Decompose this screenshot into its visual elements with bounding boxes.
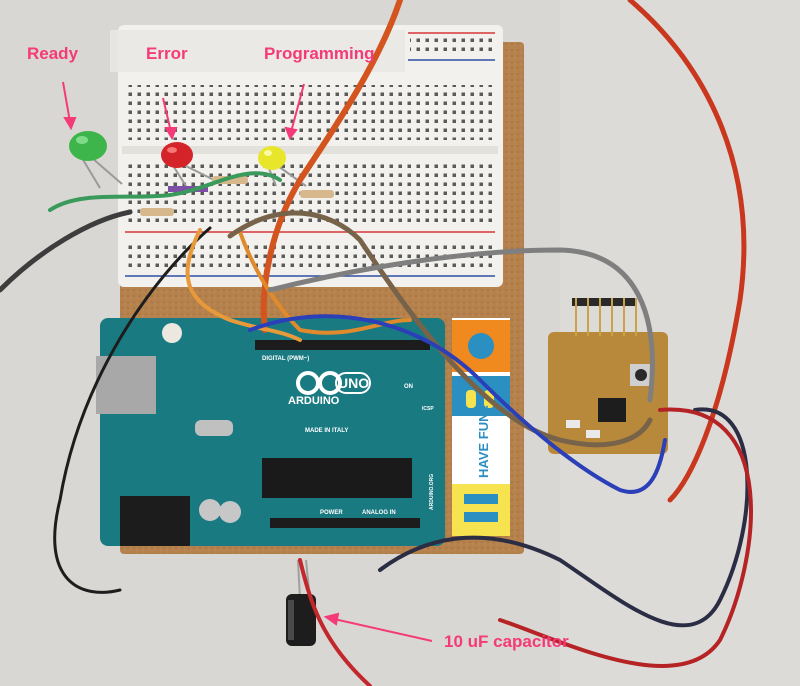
ready-label: Ready xyxy=(27,44,79,63)
wire-blue xyxy=(248,314,667,494)
arrow-programming xyxy=(290,83,305,133)
atmega-chip xyxy=(262,458,412,498)
wire-gray xyxy=(267,247,655,403)
annotation-arrows xyxy=(62,81,433,642)
wire-brown xyxy=(227,210,653,448)
crystal xyxy=(195,420,233,436)
wire-black-loop xyxy=(53,226,212,594)
made-in-italy-text: MADE IN ITALY xyxy=(305,428,348,434)
board-capacitor-1 xyxy=(199,499,221,521)
wire-orange-loop xyxy=(185,228,302,342)
website-label: ARDUINO.ORG xyxy=(429,474,435,510)
led-green-dome xyxy=(69,131,107,161)
sticker-text: HAVE FUN ! xyxy=(476,405,491,478)
error-label: Error xyxy=(146,44,188,63)
arrow-capacitor xyxy=(333,618,433,642)
programmer-pcb xyxy=(548,298,668,454)
digital-header xyxy=(255,340,430,350)
led-red-dome xyxy=(161,142,193,168)
led-yellow-dome xyxy=(258,146,286,170)
icsp-label: ICSP xyxy=(422,406,434,412)
programming-label: Programming xyxy=(264,44,375,63)
led-green xyxy=(69,131,123,189)
wire-red-bottom xyxy=(498,407,753,668)
led-red xyxy=(161,142,215,187)
sticker xyxy=(452,318,510,536)
arduino-model-text: UNO xyxy=(338,375,369,391)
resistor-2 xyxy=(300,190,334,198)
arduino-uno-board xyxy=(96,318,445,546)
wires xyxy=(0,0,753,686)
breadboard-hole-grid-top xyxy=(125,85,495,140)
pin-header xyxy=(572,298,636,306)
pcb-chip xyxy=(598,398,626,422)
analog-header-label: ANALOG IN xyxy=(362,510,396,516)
resistor-3 xyxy=(140,208,174,216)
breadboard-top-rail xyxy=(410,35,495,51)
arrow-error xyxy=(162,97,172,133)
power-jack xyxy=(120,496,190,546)
board-capacitor-2 xyxy=(219,501,241,523)
capacitor-label: 10 uF capacitor xyxy=(444,632,569,651)
analog-power-header xyxy=(270,518,420,528)
blurred-region xyxy=(110,30,405,72)
arduino-brand-text: ARDUINO xyxy=(288,395,340,407)
wire-green xyxy=(48,171,282,212)
on-led-label: ON xyxy=(404,384,413,390)
digital-header-label: DIGITAL (PWM~) xyxy=(262,356,309,362)
arrow-ready xyxy=(62,81,71,123)
reset-button xyxy=(162,323,182,343)
wire-red-right xyxy=(627,0,747,503)
jumper-purple xyxy=(168,186,208,192)
wire-black-left xyxy=(0,209,133,293)
wire-red-capacitor xyxy=(298,558,372,686)
breadboard-center-channel xyxy=(122,146,498,154)
power-header-label: POWER xyxy=(320,510,343,516)
